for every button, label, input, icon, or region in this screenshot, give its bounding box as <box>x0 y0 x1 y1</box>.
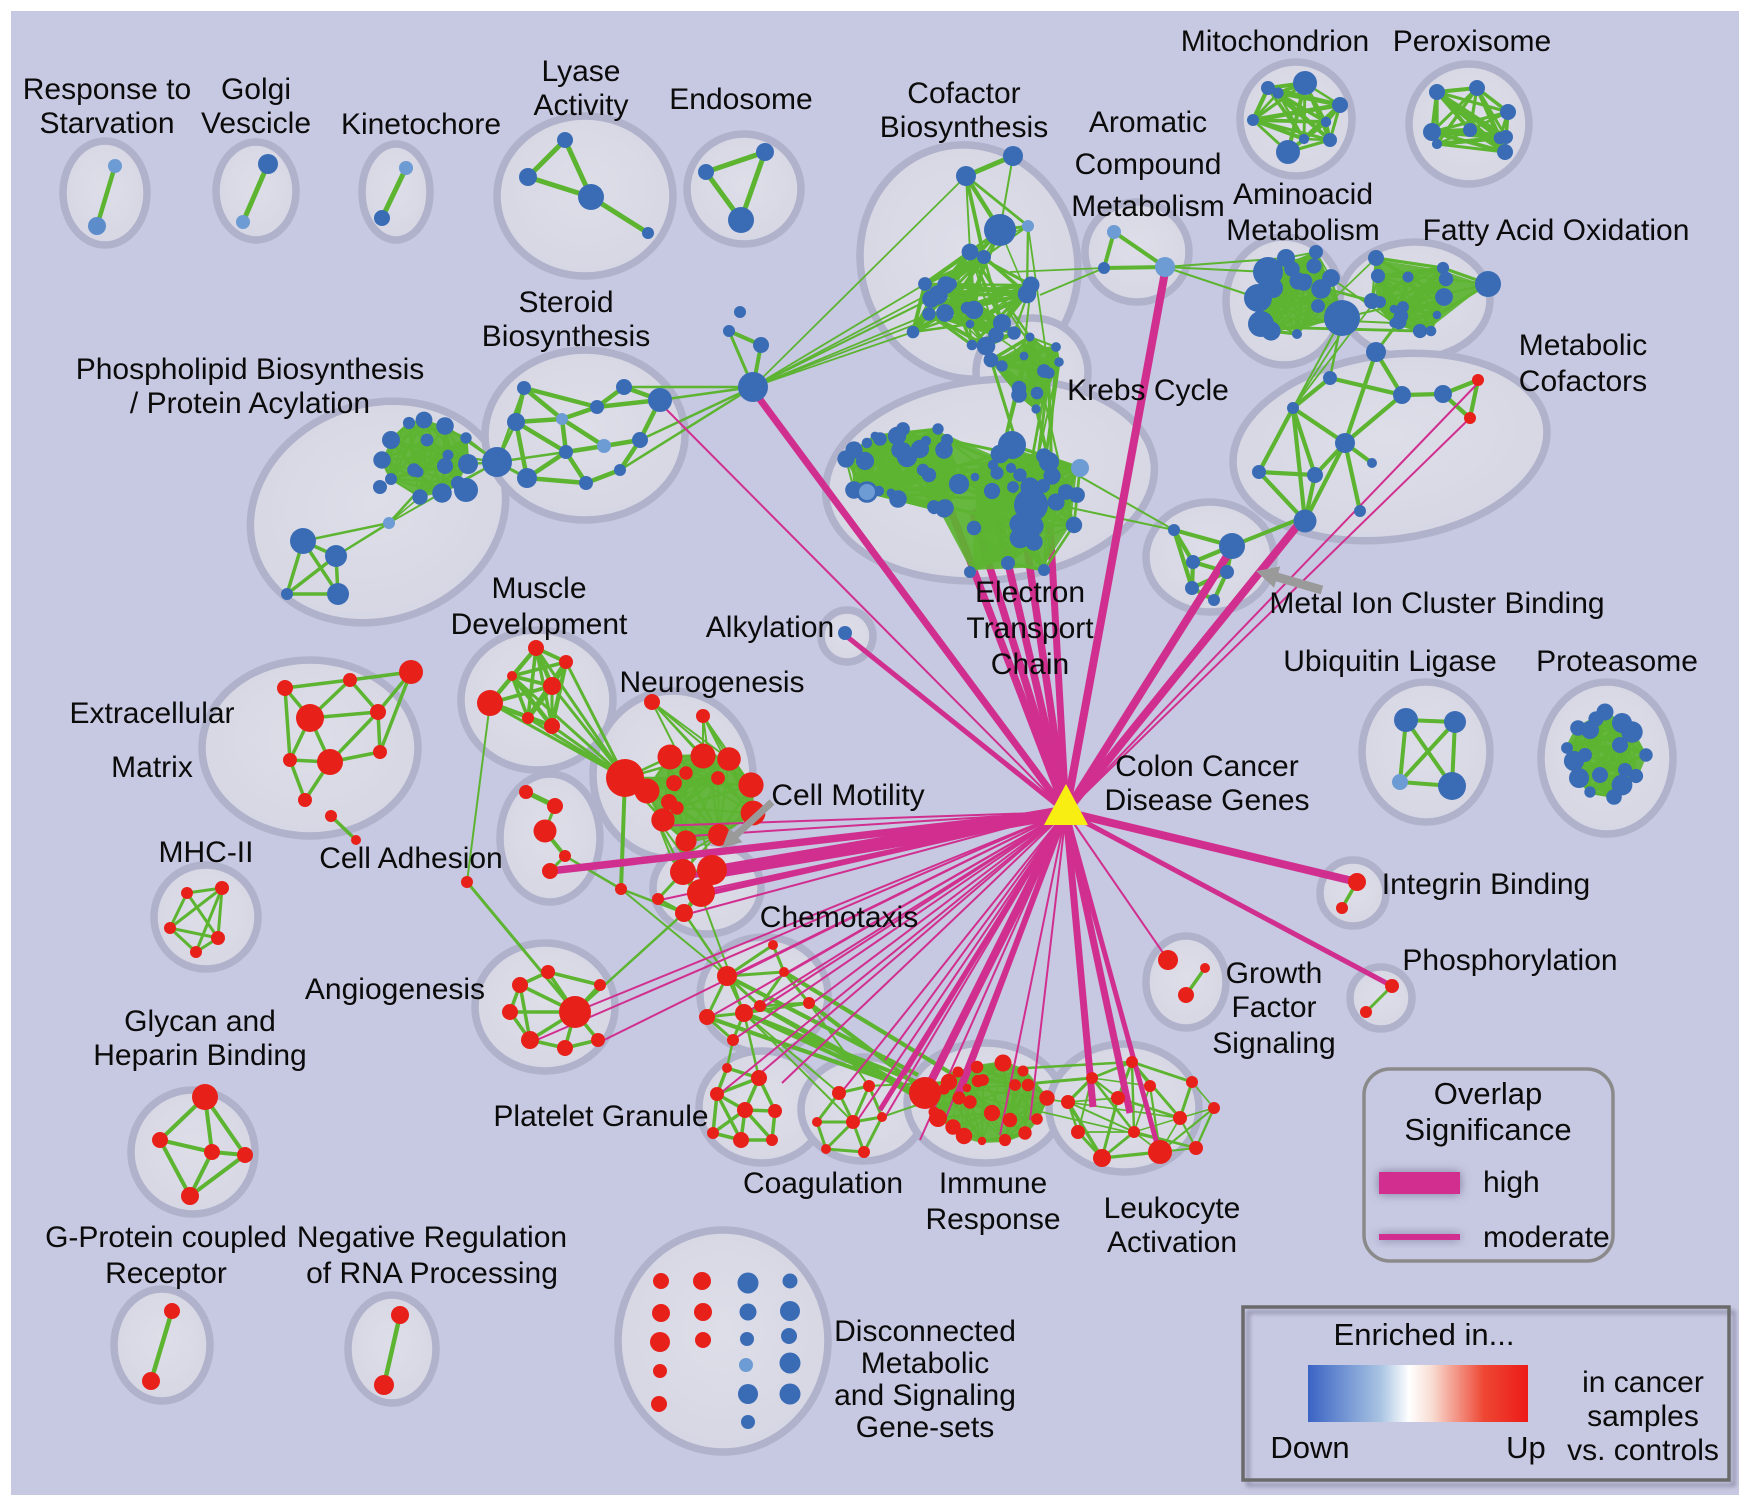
svg-text:Response to: Response to <box>23 73 191 106</box>
svg-text:Cell Motility: Cell Motility <box>771 779 924 812</box>
svg-text:Down: Down <box>1270 1430 1349 1465</box>
svg-text:Neurogenesis: Neurogenesis <box>619 666 804 699</box>
svg-text:MHC-II: MHC-II <box>159 836 254 869</box>
svg-text:Steroid: Steroid <box>518 286 613 319</box>
svg-text:Angiogenesis: Angiogenesis <box>305 973 485 1006</box>
svg-text:Mitochondrion: Mitochondrion <box>1181 25 1369 58</box>
svg-text:samples: samples <box>1587 1400 1699 1433</box>
svg-text:of RNA Processing: of RNA Processing <box>306 1257 558 1290</box>
svg-text:high: high <box>1483 1166 1540 1199</box>
svg-text:Up: Up <box>1506 1430 1546 1465</box>
svg-text:Starvation: Starvation <box>39 107 174 140</box>
svg-text:G-Protein coupled: G-Protein coupled <box>45 1221 287 1254</box>
svg-text:Alkylation: Alkylation <box>706 611 834 644</box>
svg-text:Glycan and: Glycan and <box>124 1005 276 1038</box>
svg-text:Extracellular: Extracellular <box>69 697 234 730</box>
svg-text:Metabolic: Metabolic <box>861 1347 989 1380</box>
svg-text:moderate: moderate <box>1483 1221 1610 1254</box>
svg-text:Chain: Chain <box>991 648 1069 681</box>
svg-text:and Signaling: and Signaling <box>834 1379 1016 1412</box>
svg-text:Metabolism: Metabolism <box>1226 214 1379 247</box>
svg-text:Compound: Compound <box>1075 148 1222 181</box>
svg-text:Receptor: Receptor <box>105 1257 227 1290</box>
svg-text:Muscle: Muscle <box>491 572 586 605</box>
svg-text:Negative Regulation: Negative Regulation <box>297 1221 567 1254</box>
svg-text:Peroxisome: Peroxisome <box>1393 25 1551 58</box>
svg-text:Enriched in...: Enriched in... <box>1334 1317 1515 1352</box>
svg-text:Metabolic: Metabolic <box>1519 329 1647 362</box>
svg-text:Vescicle: Vescicle <box>201 107 311 140</box>
svg-text:Activity: Activity <box>533 89 628 122</box>
svg-text:Proteasome: Proteasome <box>1536 645 1698 678</box>
svg-text:Disease Genes: Disease Genes <box>1104 784 1309 817</box>
svg-text:Chemotaxis: Chemotaxis <box>760 901 918 934</box>
svg-text:Significance: Significance <box>1404 1112 1571 1147</box>
svg-text:Golgi: Golgi <box>221 73 291 106</box>
svg-text:Biosynthesis: Biosynthesis <box>880 111 1048 144</box>
svg-text:Response: Response <box>925 1203 1060 1236</box>
svg-text:/ Protein Acylation: / Protein Acylation <box>130 387 370 420</box>
svg-text:Metabolism: Metabolism <box>1071 190 1224 223</box>
svg-text:Growth: Growth <box>1226 957 1323 990</box>
svg-text:Activation: Activation <box>1107 1226 1237 1259</box>
svg-text:Metal Ion Cluster Binding: Metal Ion Cluster Binding <box>1269 587 1604 620</box>
svg-text:Matrix: Matrix <box>111 751 193 784</box>
svg-text:Factor: Factor <box>1231 991 1316 1024</box>
svg-text:Krebs Cycle: Krebs Cycle <box>1067 374 1229 407</box>
svg-text:Fatty Acid Oxidation: Fatty Acid Oxidation <box>1423 214 1690 247</box>
svg-text:vs. controls: vs. controls <box>1567 1434 1719 1467</box>
svg-text:Development: Development <box>451 608 628 641</box>
svg-text:Endosome: Endosome <box>669 83 812 116</box>
svg-text:Overlap: Overlap <box>1434 1076 1543 1111</box>
svg-text:in cancer: in cancer <box>1582 1366 1704 1399</box>
svg-text:Signaling: Signaling <box>1212 1027 1335 1060</box>
svg-text:Integrin Binding: Integrin Binding <box>1382 868 1590 901</box>
svg-text:Cell Adhesion: Cell Adhesion <box>319 842 502 875</box>
svg-text:Phosphorylation: Phosphorylation <box>1402 944 1617 977</box>
svg-text:Leukocyte: Leukocyte <box>1104 1192 1241 1225</box>
svg-text:Disconnected: Disconnected <box>834 1315 1016 1348</box>
svg-text:Kinetochore: Kinetochore <box>341 108 501 141</box>
svg-text:Aromatic: Aromatic <box>1089 106 1207 139</box>
svg-text:Electron: Electron <box>975 576 1085 609</box>
svg-text:Immune: Immune <box>939 1167 1047 1200</box>
svg-text:Lyase: Lyase <box>542 55 621 88</box>
svg-text:Cofactor: Cofactor <box>907 77 1020 110</box>
svg-text:Gene-sets: Gene-sets <box>856 1411 994 1444</box>
svg-text:Heparin Binding: Heparin Binding <box>93 1039 306 1072</box>
svg-text:Aminoacid: Aminoacid <box>1233 178 1373 211</box>
svg-text:Cofactors: Cofactors <box>1519 365 1647 398</box>
svg-text:Colon Cancer: Colon Cancer <box>1115 750 1298 783</box>
svg-text:Transport: Transport <box>966 612 1094 645</box>
svg-text:Ubiquitin Ligase: Ubiquitin Ligase <box>1283 645 1496 678</box>
svg-text:Platelet Granule: Platelet Granule <box>493 1100 708 1133</box>
svg-text:Coagulation: Coagulation <box>743 1167 903 1200</box>
svg-text:Phospholipid Biosynthesis: Phospholipid Biosynthesis <box>76 353 425 386</box>
svg-text:Biosynthesis: Biosynthesis <box>482 320 650 353</box>
